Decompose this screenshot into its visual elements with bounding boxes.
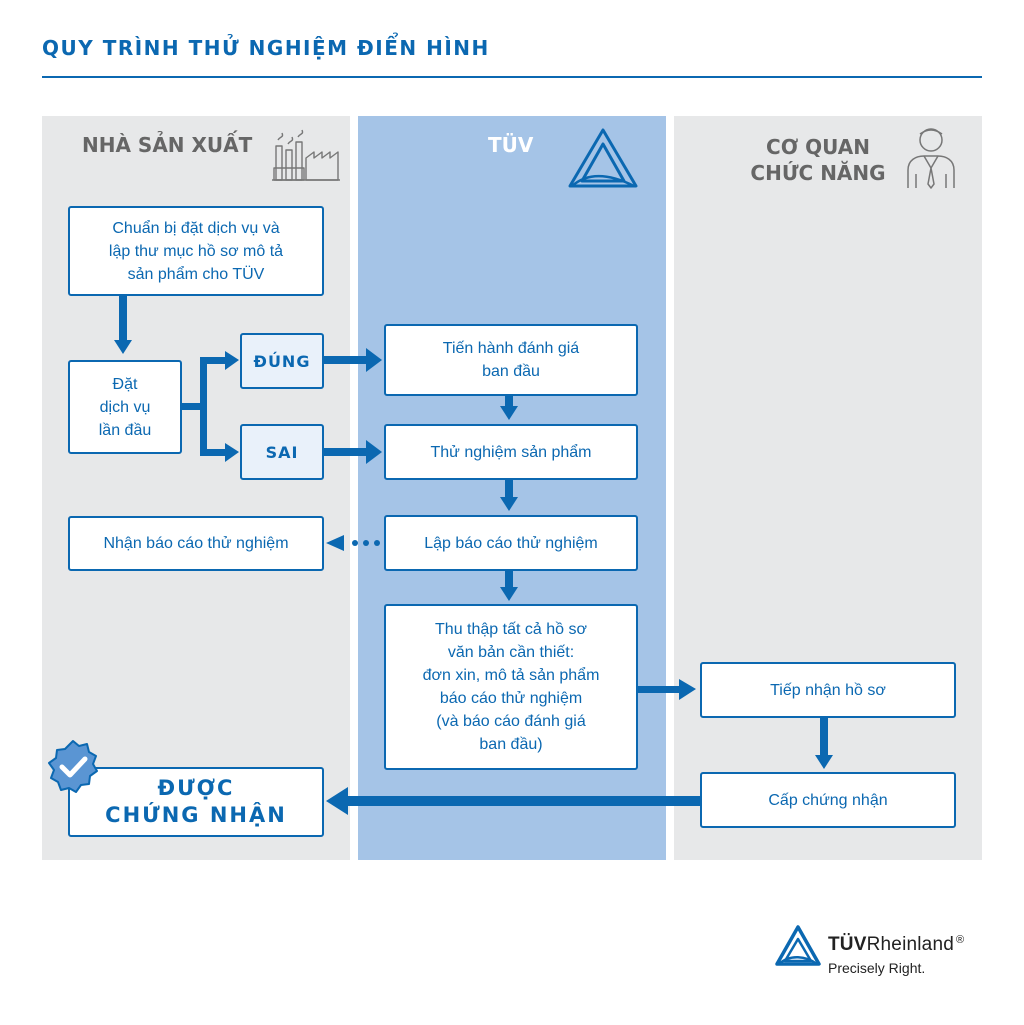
lane-header-authority: CƠ QUAN CHỨC NĂNG xyxy=(748,134,888,186)
arrow-collect-to-receive-shaft xyxy=(638,686,680,693)
step-receive-documents: Tiếp nhận hồ sơ xyxy=(700,662,956,718)
branch-vertical xyxy=(200,360,207,456)
branch-to-yes-head xyxy=(225,351,239,370)
dot-2 xyxy=(363,540,369,546)
dot-1 xyxy=(374,540,380,546)
arrow-assessment-to-test-head xyxy=(500,406,518,420)
arrow-collect-to-receive-head xyxy=(679,679,696,700)
step-issue-certificate: Cấp chứng nhận xyxy=(700,772,956,828)
arrow-no-to-test-shaft xyxy=(323,448,367,456)
branch-to-yes xyxy=(200,357,225,364)
title-divider xyxy=(42,76,982,78)
factory-icon xyxy=(272,129,340,181)
lane-header-authority-line2: CHỨC NĂNG xyxy=(750,161,886,185)
page-title: QUY TRÌNH THỬ NGHIỆM ĐIỂN HÌNH xyxy=(42,36,490,60)
lane-header-manufacturer: NHÀ SẢN XUẤT xyxy=(82,133,253,157)
registered-mark: ® xyxy=(955,934,965,946)
dot-3 xyxy=(352,540,358,546)
step-first-order: Đặt dịch vụ lần đầu xyxy=(68,360,182,454)
arrow-yes-to-assessment-shaft xyxy=(323,356,367,364)
brand-name: TÜVRheinland® xyxy=(828,934,964,956)
arrow-issue-to-certified-head xyxy=(326,787,348,815)
brand-name-bold: TÜV xyxy=(828,934,867,955)
step-certified: ĐƯỢC CHỨNG NHẬN xyxy=(68,767,324,837)
brand-name-rest: Rheinland xyxy=(866,934,954,955)
step-product-test: Thử nghiệm sản phẩm xyxy=(384,424,638,480)
arrow-report-to-collect-shaft xyxy=(505,570,513,588)
arrow-receive-to-issue-shaft xyxy=(820,718,828,756)
certified-check-badge-icon xyxy=(48,740,98,793)
decision-yes: ĐÚNG xyxy=(240,333,324,389)
decision-no: SAI xyxy=(240,424,324,480)
branch-stem xyxy=(181,403,205,410)
arrow-prepare-to-order-head xyxy=(114,340,132,354)
arrow-report-to-receive-head xyxy=(326,535,344,551)
branch-to-no-head xyxy=(225,443,239,462)
arrow-assessment-to-test-shaft xyxy=(505,395,513,407)
arrow-yes-to-assessment-head xyxy=(366,348,382,372)
lane-header-authority-line1: CƠ QUAN xyxy=(766,135,870,159)
step-create-test-report: Lập báo cáo thử nghiệm xyxy=(384,515,638,571)
official-person-icon xyxy=(907,128,955,189)
step-collect-documents: Thu thập tất cả hồ sơ văn bản cần thiết:… xyxy=(384,604,638,770)
step-prepare-booking: Chuẩn bị đặt dịch vụ và lập thư mục hồ s… xyxy=(68,206,324,296)
arrow-test-to-report-head xyxy=(500,497,518,511)
tuv-rheinland-logo xyxy=(775,925,821,966)
arrow-receive-to-issue-head xyxy=(815,755,833,769)
tuv-triangle-logo xyxy=(568,128,638,188)
step-receive-test-report: Nhận báo cáo thử nghiệm xyxy=(68,516,324,571)
arrow-test-to-report-shaft xyxy=(505,480,513,498)
arrow-report-to-collect-head xyxy=(500,587,518,601)
arrow-prepare-to-order-shaft xyxy=(119,296,127,340)
lane-header-tuv: TÜV xyxy=(488,133,534,157)
arrow-no-to-test-head xyxy=(366,440,382,464)
step-initial-assessment: Tiến hành đánh giá ban đầu xyxy=(384,324,638,396)
branch-to-no xyxy=(200,449,225,456)
brand-slogan: Precisely Right. xyxy=(828,960,926,976)
arrow-issue-to-certified-shaft xyxy=(346,796,702,806)
